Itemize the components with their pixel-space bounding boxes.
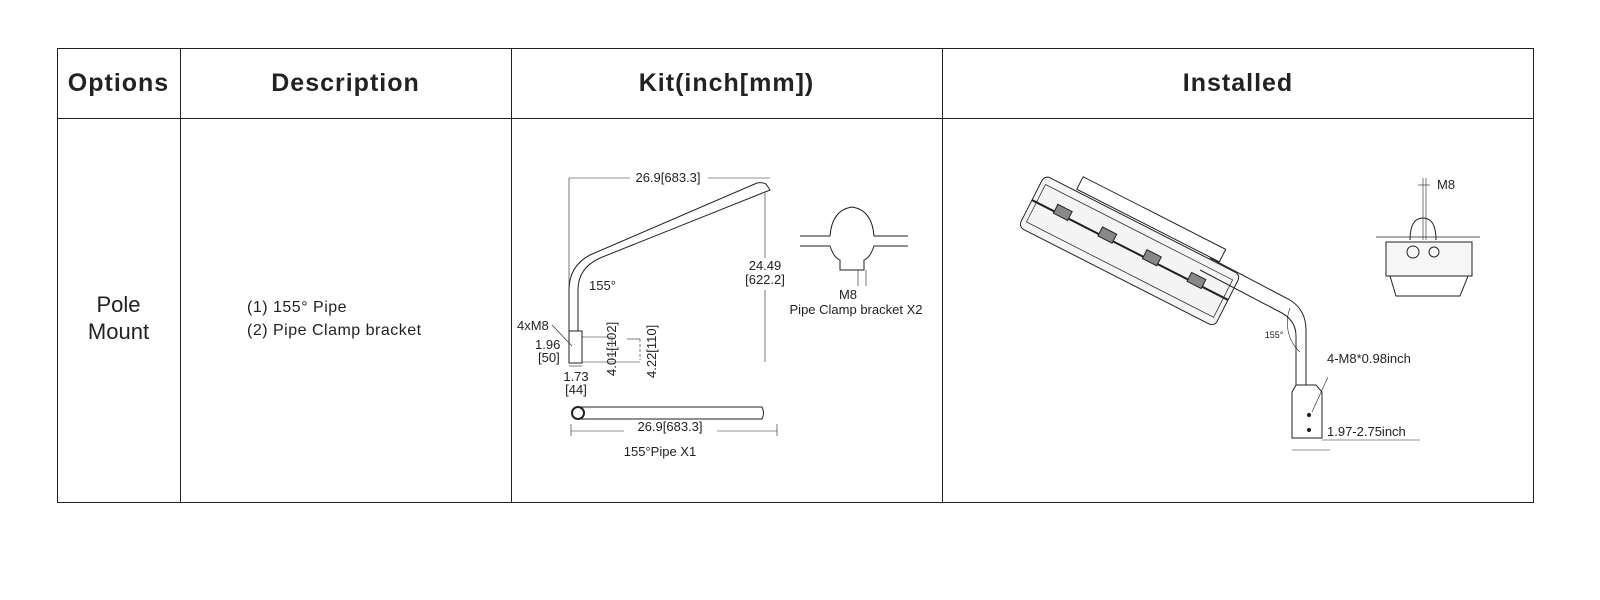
clamp-bolt-label: M8 — [839, 287, 857, 302]
pipe-label: 155°Pipe X1 — [624, 444, 696, 459]
description-item: (1) 155° Pipe — [247, 299, 348, 316]
kit-height-inch: 24.49 — [749, 258, 782, 273]
bent-pipe-drawing — [551, 177, 771, 367]
row-divider — [57, 118, 1534, 119]
kit-angle: 155° — [589, 278, 616, 293]
kit-diameter-in: 1.73 — [563, 369, 588, 384]
option-line: Mount — [87, 319, 150, 344]
column-divider — [511, 48, 512, 503]
kit-height-mm: [622.2] — [745, 272, 785, 287]
header-kit: Kit(inch[mm]) — [638, 68, 815, 97]
kit-sleeve-dimension: 4.01[102] — [604, 322, 619, 376]
kit-hole-spacing-in: 1.96 — [535, 337, 560, 352]
column-divider — [942, 48, 943, 503]
column-divider — [180, 48, 181, 503]
pipe-length-dimension: 26.9[683.3] — [637, 419, 702, 434]
header-description: Description — [271, 68, 420, 97]
options-table — [57, 48, 1534, 503]
straight-pipe-drawing — [570, 406, 778, 436]
installed-bolt-spec: 4-M8*0.98inch — [1327, 351, 1411, 366]
header-installed: Installed — [1182, 68, 1294, 97]
pipe-clamp-drawing — [800, 206, 908, 286]
kit-bolts: 4xM8 — [517, 318, 549, 333]
header-options: Options — [67, 68, 170, 97]
installed-angle: 155° — [1265, 330, 1284, 340]
option-line: Pole — [96, 292, 141, 317]
installed-front-view-drawing — [1376, 178, 1480, 297]
kit-diameter-mm: [44] — [565, 382, 587, 397]
description: (1) 155° Pipe (2) Pipe Clamp bracket — [247, 296, 422, 342]
clamp-label: Pipe Clamp bracket X2 — [790, 302, 923, 317]
kit-hole-spacing-mm: [50] — [538, 350, 560, 365]
option-name: Pole Mount — [57, 291, 180, 345]
kit-width-dimension: 26.9[683.3] — [635, 170, 700, 185]
kit-sleeve-total: 4.22[110] — [644, 325, 659, 378]
installed-light-drawing — [1019, 176, 1420, 451]
description-item: (2) Pipe Clamp bracket — [247, 322, 422, 339]
installed-clamp-bolt: M8 — [1437, 177, 1455, 192]
installed-pole-diameter: 1.97-2.75inch — [1327, 424, 1406, 439]
